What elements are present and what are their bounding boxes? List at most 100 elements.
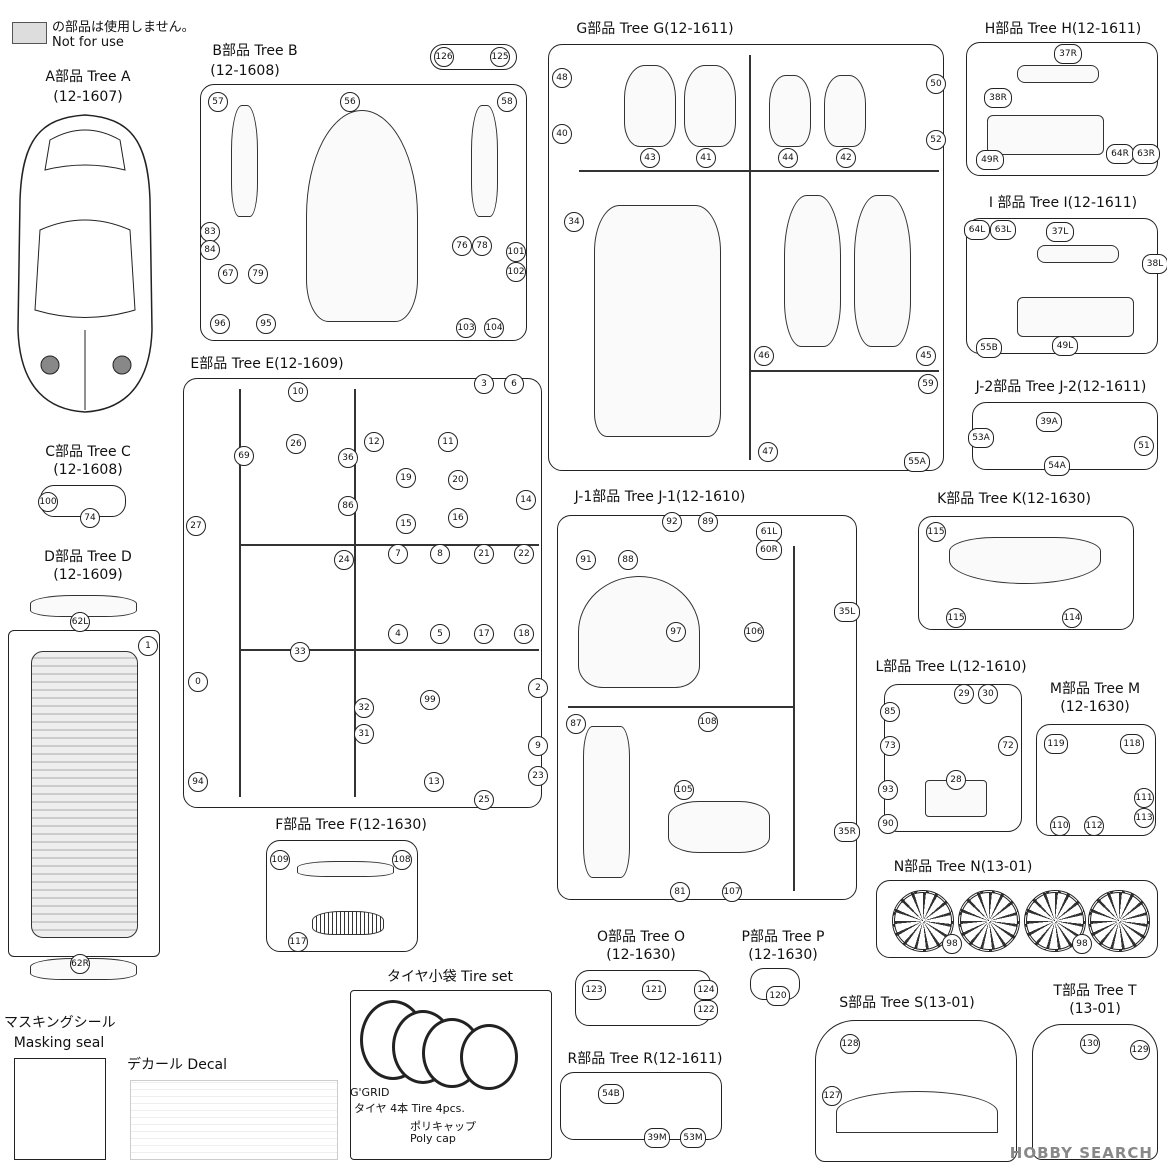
part-number: 37R xyxy=(1054,44,1082,64)
part-number: 87 xyxy=(566,714,586,734)
tree-r-title: R部品 Tree R(12-1611) xyxy=(567,1051,723,1067)
tree-o-title: O部品 Tree O xyxy=(596,929,686,945)
tree-a-code: (12-1607) xyxy=(53,89,123,105)
part-g-34-interior xyxy=(594,205,721,437)
part-number: 42 xyxy=(836,148,856,168)
tree-d-title: D部品 Tree D xyxy=(44,549,132,565)
masking-seal-sheet xyxy=(14,1058,106,1160)
tree-g-title: G部品 Tree G(12-1611) xyxy=(576,21,734,37)
part-number: 8 xyxy=(430,544,450,564)
part-number: 73 xyxy=(880,736,900,756)
part-number: 72 xyxy=(998,736,1018,756)
part-number: 55B xyxy=(976,338,1002,358)
tree-n-title: N部品 Tree N(13-01) xyxy=(893,859,1033,875)
part-number: 11 xyxy=(438,432,458,452)
part-b-58 xyxy=(471,105,498,217)
part-number: 85 xyxy=(880,702,900,722)
part-number: 39A xyxy=(1036,412,1062,432)
part-f-108 xyxy=(297,861,394,877)
part-number: 52 xyxy=(926,130,946,150)
part-number: 24 xyxy=(334,550,354,570)
part-number: 74 xyxy=(80,508,100,528)
wheel-1 xyxy=(892,890,954,952)
tree-b-frame xyxy=(200,84,527,341)
part-number: 44 xyxy=(778,148,798,168)
wheel-3 xyxy=(1024,890,1086,952)
tree-o-code: (12-1630) xyxy=(606,947,676,963)
wheel-2 xyxy=(958,890,1020,952)
part-number: 21 xyxy=(474,544,494,564)
part-number: 27 xyxy=(186,516,206,536)
part-number: 98 xyxy=(942,934,962,954)
part-number: 81 xyxy=(670,882,690,902)
part-number: 126 xyxy=(434,47,454,67)
part-number: 41 xyxy=(696,148,716,168)
masking-seal-en: Masking seal xyxy=(13,1035,105,1051)
part-g-42 xyxy=(824,75,866,147)
part-number: 67 xyxy=(218,264,238,284)
tree-e-title: E部品 Tree E(12-1609) xyxy=(190,356,344,372)
part-i-37l xyxy=(1037,245,1119,263)
wheel-4 xyxy=(1088,890,1150,952)
part-number: 97 xyxy=(666,622,686,642)
part-number: 5 xyxy=(430,624,450,644)
part-number: 108 xyxy=(392,850,412,870)
part-number: 108 xyxy=(698,712,718,732)
part-number: 36 xyxy=(338,448,358,468)
polycap-jp: ポリキャップ xyxy=(410,1120,476,1133)
part-number: 1 xyxy=(138,636,158,656)
part-number: 23 xyxy=(528,766,548,786)
part-b-56-body xyxy=(306,110,418,322)
legend-jp: の部品は使用しません。 xyxy=(52,20,195,35)
part-number: 29 xyxy=(954,684,974,704)
part-number: 53M xyxy=(680,1128,706,1148)
part-number: 49R xyxy=(976,150,1004,170)
part-number: 114 xyxy=(1062,608,1082,628)
tree-g-frame xyxy=(548,44,944,471)
tree-m-title: M部品 Tree M xyxy=(1049,681,1141,697)
part-number: 6 xyxy=(504,374,524,394)
tire-4 xyxy=(460,1024,518,1090)
part-number: 86 xyxy=(338,496,358,516)
part-number: 104 xyxy=(484,318,504,338)
part-number: 9 xyxy=(528,736,548,756)
part-number: 100 xyxy=(38,492,58,512)
not-for-use-swatch xyxy=(12,22,47,44)
part-number: 38L xyxy=(1142,254,1167,274)
part-number: 22 xyxy=(514,544,534,564)
tree-l-frame xyxy=(884,684,1022,832)
tree-d-frame xyxy=(8,630,160,957)
part-number: 106 xyxy=(744,622,764,642)
part-number: 48 xyxy=(552,68,572,88)
tree-f-title: F部品 Tree F(12-1630) xyxy=(275,817,427,833)
part-number: 99 xyxy=(420,690,440,710)
part-number: 34 xyxy=(564,212,584,232)
part-number: 112 xyxy=(1084,816,1104,836)
part-number: 18 xyxy=(514,624,534,644)
part-number: 35R xyxy=(834,822,860,842)
tree-k-frame xyxy=(918,516,1134,630)
part-number: 125 xyxy=(490,47,510,67)
part-g-46 xyxy=(784,195,841,347)
part-g-43-seat xyxy=(624,65,676,147)
tree-j2-title: J-2部品 Tree J-2(12-1611) xyxy=(975,379,1147,395)
part-number: 78 xyxy=(472,236,492,256)
part-number: 54B xyxy=(598,1084,624,1104)
part-number: 60R xyxy=(756,540,782,560)
tire-brand: G'GRID xyxy=(350,1086,390,1099)
tree-t-title: T部品 Tree T xyxy=(1053,983,1137,999)
decal-sheet xyxy=(130,1080,338,1160)
part-number: 117 xyxy=(288,932,308,952)
part-number: 115 xyxy=(946,608,966,628)
part-number: 83 xyxy=(200,222,220,242)
part-number: 19 xyxy=(396,468,416,488)
part-number: 53A xyxy=(968,428,994,448)
part-b-57 xyxy=(231,105,258,217)
part-number: 62R xyxy=(70,954,90,974)
part-number: 40 xyxy=(552,124,572,144)
part-number: 10 xyxy=(288,382,308,402)
part-number: 84 xyxy=(200,240,220,260)
part-g-45 xyxy=(854,195,911,347)
tree-c-title: C部品 Tree C xyxy=(45,444,131,460)
part-number: 43 xyxy=(640,148,660,168)
